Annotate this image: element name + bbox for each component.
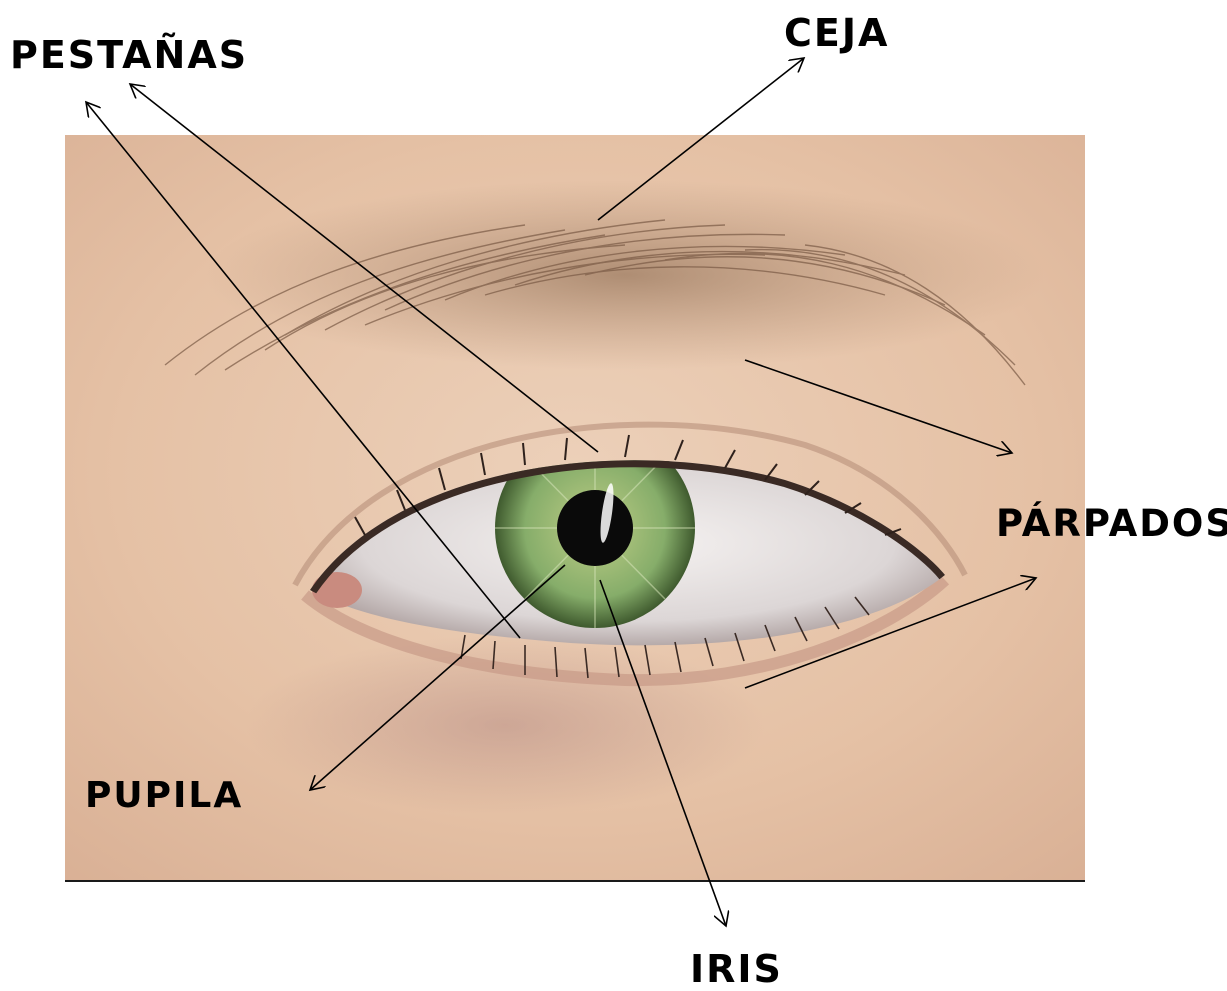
label-ceja: CEJA — [784, 14, 889, 52]
label-pestanas: PESTAÑAS — [10, 36, 248, 74]
photo-bottom-rule — [65, 880, 1085, 882]
eyebrow — [205, 180, 1045, 370]
under-eye-shadow — [245, 635, 765, 815]
pupil-shape — [557, 490, 633, 566]
label-pupila: PUPILA — [85, 778, 243, 814]
eye-photo — [65, 135, 1085, 880]
label-parpados: PÁRPADOS — [996, 505, 1227, 542]
label-iris: IRIS — [690, 950, 783, 988]
